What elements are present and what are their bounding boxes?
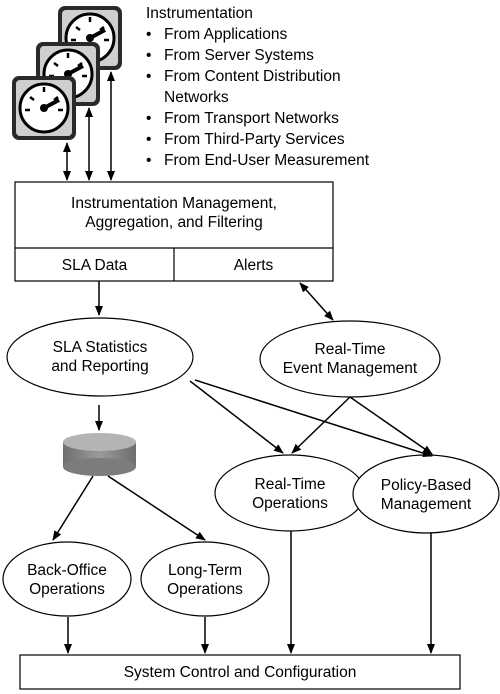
sla-stats-node: [6, 317, 194, 397]
instrumentation-sources: From Applications From Server Systems Fr…: [146, 24, 369, 171]
system-control-box: [19, 654, 461, 690]
flow-arrow: [107, 475, 206, 541]
system-control-label: System Control and Configuration: [123, 664, 357, 681]
flow-arrow: [194, 379, 433, 458]
alerts-arrow: [299, 282, 334, 321]
instrumentation-title: Instrumentation: [146, 5, 253, 22]
backoffice-node: [2, 541, 132, 617]
gauge-icon: [12, 76, 76, 140]
longterm-node: [140, 541, 270, 617]
source-item: From Transport Networks: [146, 108, 369, 129]
management-title: Instrumentation Management, Aggregation,…: [71, 195, 277, 231]
database-icon: [63, 433, 136, 476]
flow-arrow: [291, 396, 351, 454]
management-box: [14, 181, 334, 282]
source-item: From Applications: [146, 24, 369, 45]
source-item: From Third-Party Services: [146, 129, 369, 150]
flow-arrow: [349, 396, 433, 455]
source-item: From End-User Measurement: [146, 150, 369, 171]
sla-data-label: SLA Data: [61, 257, 128, 274]
flow-arrow: [52, 475, 94, 541]
source-item: From Server Systems: [146, 45, 369, 66]
flow-arrow: [189, 380, 284, 454]
alerts-label: Alerts: [233, 257, 274, 274]
